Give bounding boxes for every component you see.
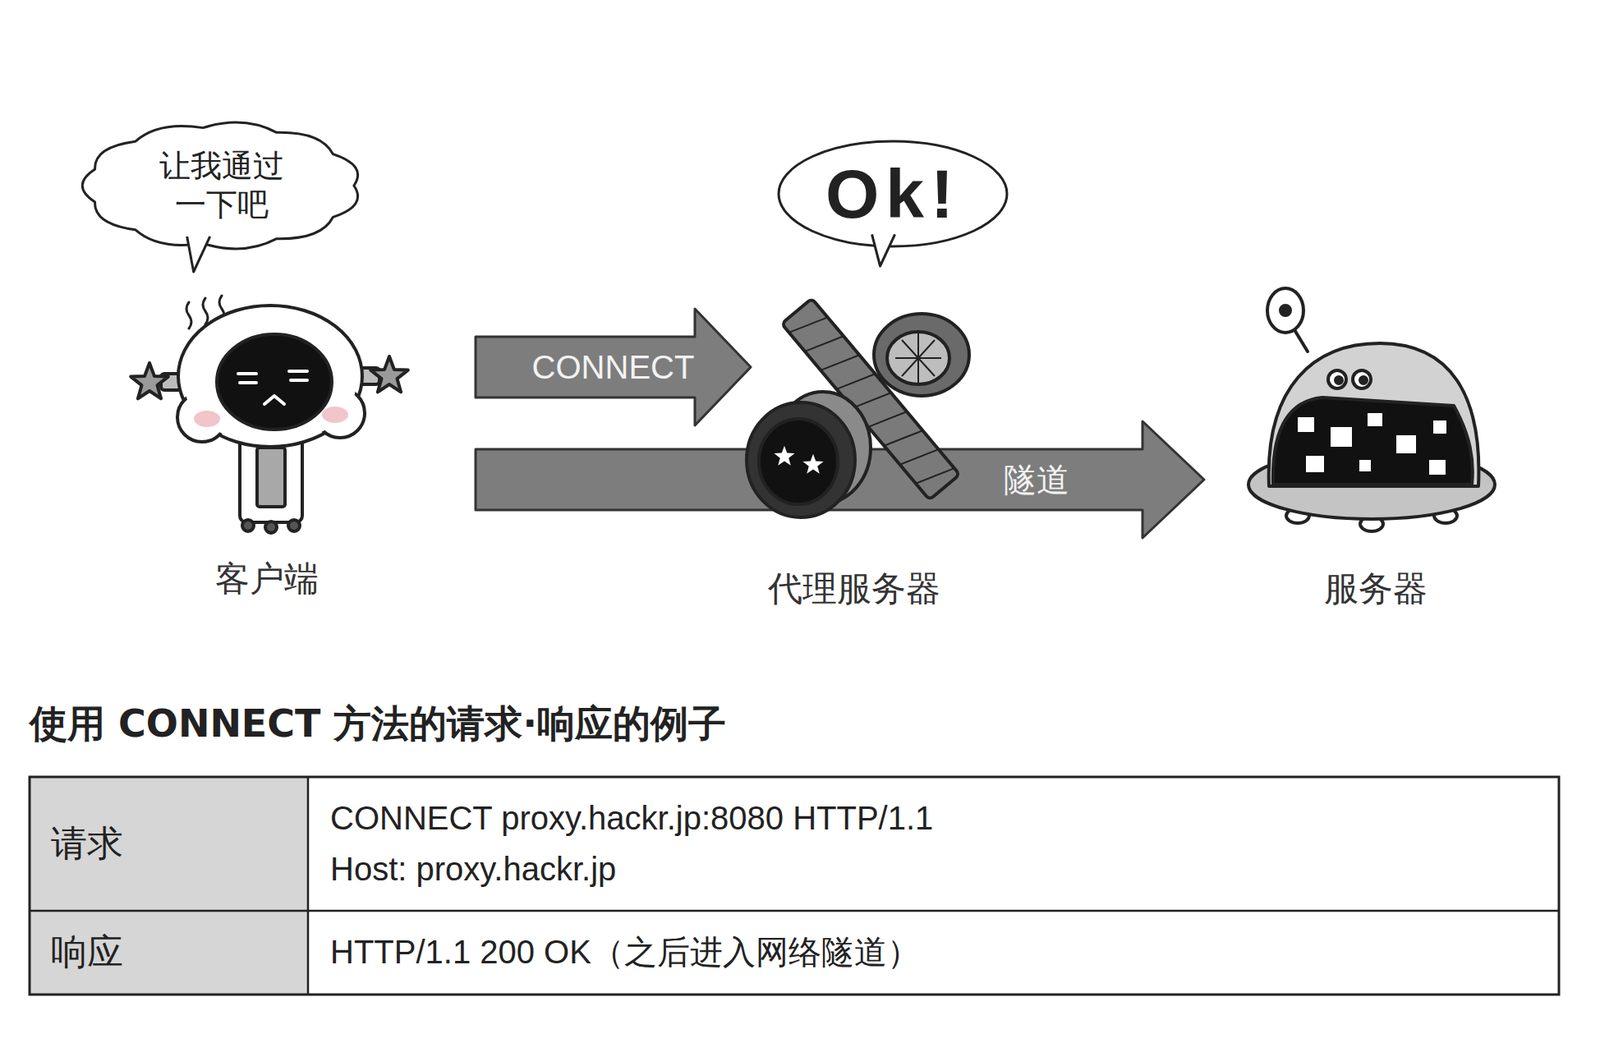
- table-cell: HTTP/1.1 200 OK（之后进入网络隧道）: [330, 932, 920, 972]
- node-label: 代理服务器: [703, 568, 1006, 610]
- bubble-cloud: [778, 141, 1007, 247]
- table-header-column: [29, 777, 309, 995]
- server-panel: [1273, 397, 1473, 485]
- table-row-header: 请求: [50, 822, 124, 866]
- bubble-cloud: [82, 122, 358, 249]
- server-pupil: [1360, 377, 1367, 384]
- bubble-tail: [872, 234, 896, 267]
- robot-panel: [257, 447, 286, 507]
- client-node: 客户端: [103, 303, 431, 608]
- table-border: [29, 777, 1559, 995]
- bubble-text: 让我通过 一下吧: [148, 147, 295, 226]
- client-robot: [130, 295, 409, 534]
- table-frame: [29, 777, 1559, 995]
- server-robot: [1248, 288, 1495, 532]
- node-label-area: 代理服务器: [703, 568, 1006, 610]
- robot-face: [216, 334, 332, 430]
- tunnel-ring: [873, 313, 970, 396]
- bubble-text-area: 让我通过 一下吧: [76, 117, 368, 254]
- robot-head-cover: [184, 328, 356, 444]
- robot-foot: [265, 521, 277, 534]
- panel-light: [1330, 427, 1352, 447]
- arrow-label: 隧道: [1000, 461, 1073, 498]
- antenna-dish: [1267, 288, 1304, 333]
- robot-foot: [242, 519, 254, 532]
- speech-bubble: Ok!: [775, 137, 1011, 268]
- proxy-figure: [746, 298, 970, 518]
- tunnel-spokes: [895, 333, 942, 383]
- antenna-tip: [1280, 305, 1291, 316]
- panel-light: [1367, 413, 1383, 427]
- panel-light: [1305, 455, 1325, 473]
- robot-eyes: [238, 371, 308, 405]
- server-eye: [1328, 370, 1347, 389]
- robot-foot: [288, 519, 300, 532]
- server-eye: [1352, 370, 1371, 389]
- panel-light: [1396, 435, 1417, 454]
- arrow-label: CONNECT: [528, 349, 699, 386]
- table-cell: CONNECT proxy.hackr.jp:8080 HTTP/1.1: [330, 798, 934, 838]
- tunnel-wheel: [746, 402, 856, 518]
- server-dome: [1268, 343, 1480, 487]
- tunnel-ring-inner: [887, 331, 950, 385]
- panel-light: [1297, 417, 1315, 433]
- speech-bubble: 让我通过 一下吧: [76, 117, 368, 274]
- proxy-node: 代理服务器: [703, 303, 1006, 617]
- bubble-text-area: Ok!: [775, 137, 1011, 250]
- node-label-area: 服务器: [1220, 568, 1532, 610]
- figure-title: 使用 CONNECT 方法的请求·响应的例子: [29, 699, 727, 750]
- robot-hand: [370, 356, 409, 392]
- robot-cheek: [193, 410, 221, 428]
- panel-light: [1429, 459, 1446, 475]
- table-cell: Host: proxy.hackr.jp: [330, 849, 617, 889]
- panel-lights: [1297, 413, 1447, 475]
- node-label-area: 客户端: [103, 558, 431, 600]
- bubble-tail: [187, 236, 211, 272]
- server-pupil: [1335, 377, 1343, 384]
- robot-hand: [130, 363, 169, 399]
- node-label: 服务器: [1220, 568, 1532, 610]
- robot-cheek: [321, 406, 349, 423]
- server-node: 服务器: [1220, 279, 1532, 617]
- panel-light: [1359, 459, 1371, 472]
- star-eye: [773, 445, 795, 466]
- block-arrow: [475, 308, 751, 426]
- panel-light: [1433, 420, 1447, 434]
- table-row-header: 响应: [50, 930, 124, 975]
- table-row-rule: [29, 910, 1559, 913]
- tunnel-wheel-face: [758, 418, 838, 505]
- bubble-text: Ok!: [825, 159, 961, 229]
- table-column-rule: [307, 777, 310, 995]
- star-eye: [802, 454, 823, 474]
- node-label: 客户端: [103, 558, 431, 600]
